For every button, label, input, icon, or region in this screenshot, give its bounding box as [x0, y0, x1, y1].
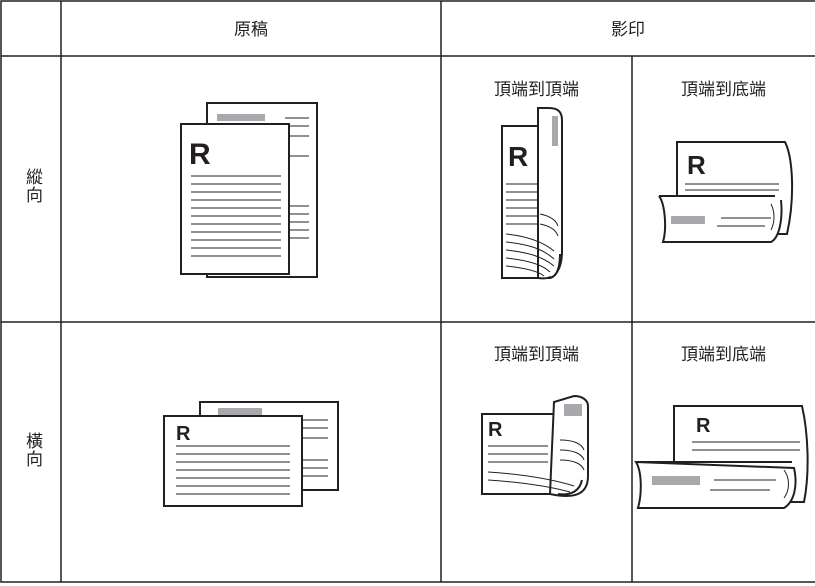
label-landscape-top-to-top: 頂端到頂端 — [494, 345, 579, 365]
row-label-landscape: 橫向 — [22, 432, 42, 468]
glyph-r-3: R — [687, 150, 706, 180]
glyph-r-5: R — [488, 419, 503, 441]
portrait-top-to-bottom-illustration: R — [658, 141, 794, 243]
landscape-top-to-bottom-illustration: R — [634, 405, 809, 509]
landscape-original-illustration: R — [163, 401, 339, 507]
glyph-r-6: R — [696, 415, 711, 437]
portrait-original-illustration: R — [180, 102, 318, 278]
glyph-r-4: R — [176, 423, 191, 445]
label-landscape-top-to-bottom: 頂端到底端 — [681, 345, 766, 365]
front-page — [180, 123, 290, 275]
label-portrait-top-to-top: 頂端到頂端 — [494, 80, 579, 100]
glyph-r: R — [189, 138, 211, 171]
portrait-top-to-top-illustration: R — [501, 107, 563, 280]
landscape-top-to-top-illustration: R — [481, 394, 589, 497]
header-original: 原稿 — [234, 20, 268, 40]
header-copy: 影印 — [611, 20, 645, 40]
row-label-portrait: 縱向 — [22, 168, 42, 204]
glyph-r-2: R — [508, 141, 528, 172]
label-portrait-top-to-bottom: 頂端到底端 — [681, 80, 766, 100]
